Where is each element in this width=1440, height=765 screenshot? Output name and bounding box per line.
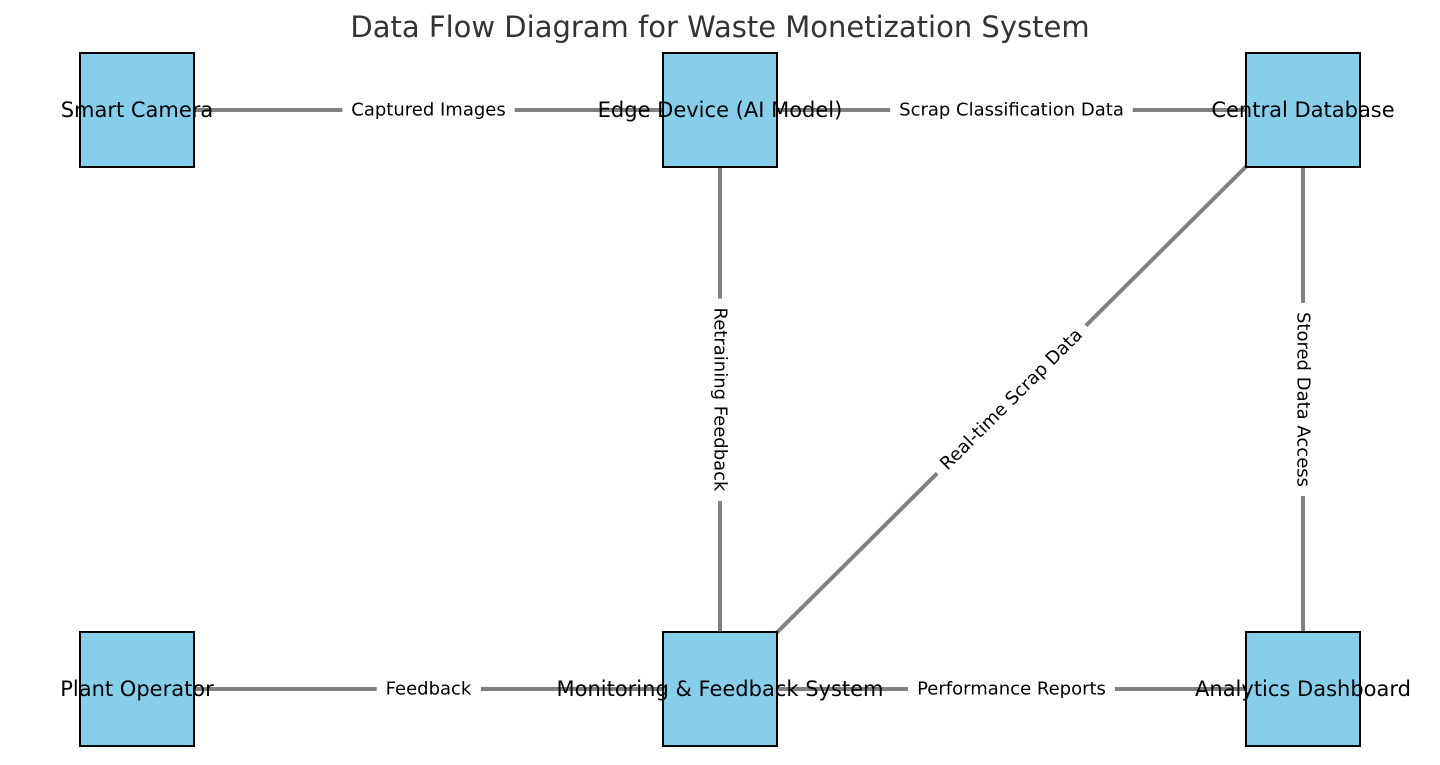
edge-label-background	[376, 674, 481, 704]
node-edge-device-ai-model	[662, 52, 778, 168]
node-analytics-dashboard	[1245, 631, 1361, 747]
edge-label-captured-images: Captured Images	[342, 95, 515, 125]
node-label-monitoring-feedback-system: Monitoring & Feedback System	[556, 677, 883, 701]
node-label-plant-operator: Plant Operator	[60, 677, 214, 701]
edge-label-text: Scrap Classification Data	[899, 100, 1124, 121]
node-monitoring-feedback-system	[662, 631, 778, 747]
edge-label-background	[890, 95, 1133, 125]
edge-label-text: Feedback	[386, 679, 472, 700]
edge-label-text: Captured Images	[351, 100, 505, 121]
edge-label-background	[1288, 302, 1318, 497]
edge-label-scrap-classification-data: Scrap Classification Data	[890, 95, 1133, 125]
node-label-central-database: Central Database	[1211, 98, 1394, 122]
edge-label-background	[342, 95, 515, 125]
node-smart-camera	[79, 52, 195, 168]
edge-label-feedback: Feedback	[376, 674, 481, 704]
node-plant-operator	[79, 631, 195, 747]
edge-label-background	[908, 674, 1115, 704]
edges-layer: Captured Images Scrap Classification Data…	[137, 95, 1318, 704]
edge-label-background	[926, 315, 1097, 484]
edge-label-performance-reports: Performance Reports	[908, 674, 1115, 704]
edge-label-text: Retraining Feedback	[710, 308, 731, 493]
node-labels-layer: Smart Camera Edge Device (AI Model) Centra…	[60, 98, 1411, 701]
diagram-title: Data Flow Diagram for Waste Monetization…	[350, 10, 1089, 44]
edge-label-text: Real-time Scrap Data	[936, 325, 1087, 475]
node-label-smart-camera: Smart Camera	[61, 98, 214, 122]
node-label-edge-device-ai-model: Edge Device (AI Model)	[598, 98, 843, 122]
edge-label-retraining-feedback: Retraining Feedback	[705, 298, 735, 502]
edge-label-background	[705, 298, 735, 502]
node-label-analytics-dashboard: Analytics Dashboard	[1195, 677, 1411, 701]
edge-label-text: Stored Data Access	[1293, 312, 1314, 487]
edge-label-stored-data-access: Stored Data Access	[1288, 302, 1318, 497]
node-central-database	[1245, 52, 1361, 168]
edge-label-real-time-scrap-data: Real-time Scrap Data	[926, 315, 1097, 484]
nodes-layer	[79, 52, 1361, 747]
edge-label-text: Performance Reports	[917, 679, 1106, 700]
